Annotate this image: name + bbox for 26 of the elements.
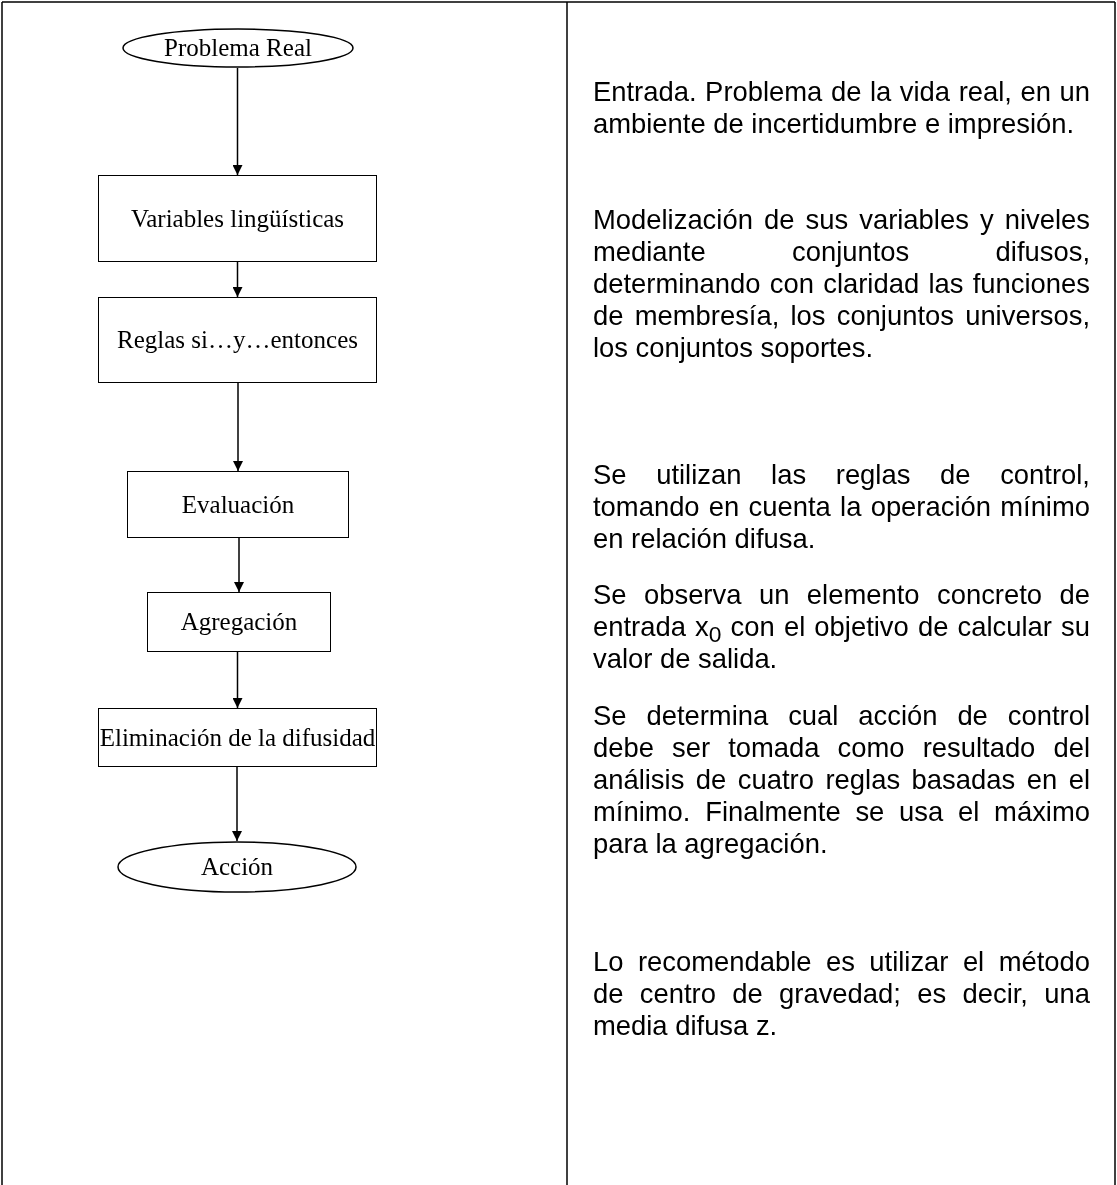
terminal-ellipse <box>122 28 354 68</box>
description-paragraph: Se utilizan las reglas de control, tomando en cuenta la operación mínimo en relación difusa. <box>593 459 1090 555</box>
arrow <box>232 261 243 298</box>
node-label: Variables lingüísticas <box>130 204 345 233</box>
arrow <box>232 651 243 709</box>
arrow <box>232 766 242 842</box>
node-label: Acción <box>200 853 274 881</box>
terminal-ellipse <box>117 841 357 893</box>
process-box <box>98 175 377 262</box>
process-box <box>98 708 377 767</box>
node-label: Reglas si…y…entonces <box>117 326 358 354</box>
node-label: Evaluación <box>181 490 295 519</box>
node-label: Eliminación de la difusidad <box>99 723 376 752</box>
description-paragraph: Modelización de sus variables y niveles mediante conjuntos difusos, determinando con claridad las funciones de membresía, los conjuntos universos, los conjuntos soportes. <box>593 204 1090 364</box>
description-paragraph: Entrada. Problema de la vida real, en un ambiente de incertidumbre e impresión. <box>593 76 1090 140</box>
process-box <box>147 592 331 652</box>
process-box <box>98 297 377 383</box>
arrow <box>232 67 243 176</box>
description-paragraph: Lo recomendable es utilizar el método de centro de gravedad; es decir, una media difusa z. <box>593 946 1090 1042</box>
process-box <box>127 471 349 538</box>
node-label: Agregación <box>180 608 298 636</box>
arrow <box>233 382 243 472</box>
description-paragraph: Se observa un elemento concreto de entrada x$_{0}$ con el objetivo de calcular su valor de salida. <box>593 579 1090 675</box>
description-paragraph: Se determina cual acción de control debe ser tomada como resultado del análisis de cuatro reglas basadas en el mínimo. Finalmente se usa el máximo para la agregación. <box>593 700 1090 860</box>
arrow <box>234 537 244 593</box>
node-label: Problema Real <box>164 34 312 62</box>
